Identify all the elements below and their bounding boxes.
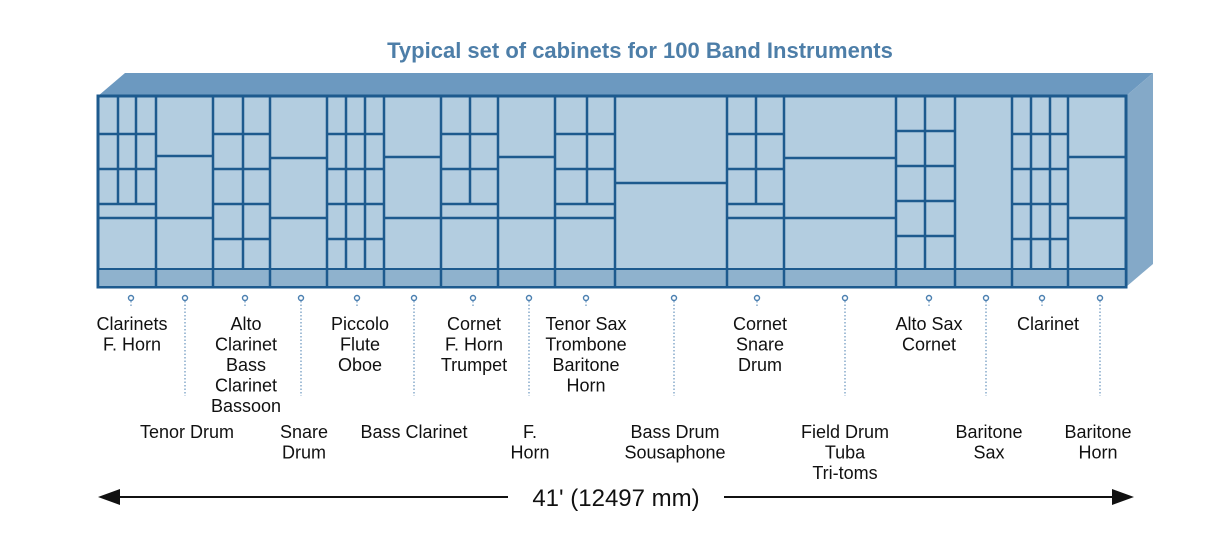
lower-instrument-label-line: Horn	[510, 443, 549, 463]
upper-instrument-label-line: Flute	[340, 335, 380, 355]
upper-label-marker	[1038, 294, 1046, 302]
lower-label-marker	[1096, 294, 1104, 302]
upper-instrument-label-line: Clarinet	[215, 335, 277, 355]
diagram-title: Typical set of cabinets for 100 Band Ins…	[387, 38, 893, 63]
lower-instrument-label-line: F.	[523, 422, 537, 442]
lower-instrument-label: Tenor Drum	[140, 422, 234, 442]
lower-instrument-label-line: Tenor Drum	[140, 422, 234, 442]
upper-label-marker	[353, 294, 361, 302]
upper-instrument-label-line: Alto	[230, 314, 261, 334]
arrow-right-icon	[1112, 489, 1134, 505]
upper-instrument-label-line: Tenor Sax	[545, 314, 626, 334]
lower-instrument-label-line: Horn	[1078, 443, 1117, 463]
lower-instrument-label-line: Bass Clarinet	[360, 422, 467, 442]
lower-instrument-label-line: Snare	[280, 422, 328, 442]
upper-instrument-label-line: Baritone	[552, 355, 619, 375]
upper-label-marker	[127, 294, 135, 302]
upper-instrument-label-line: Horn	[566, 376, 605, 396]
upper-instrument-label-line: Drum	[738, 355, 782, 375]
cabinet-dividers	[96, 96, 1128, 287]
lower-instrument-label-line: Tuba	[825, 443, 866, 463]
upper-instrument-label-line: Piccolo	[331, 314, 389, 334]
label-leaders	[127, 294, 1104, 396]
upper-label-marker	[925, 294, 933, 302]
upper-instrument-label-line: Cornet	[733, 314, 787, 334]
lower-label-marker	[841, 294, 849, 302]
lower-label-marker	[982, 294, 990, 302]
upper-instrument-label-line: Clarinet	[1017, 314, 1079, 334]
cabinet-base	[97, 268, 1127, 288]
upper-instrument-label-line: Bass	[226, 355, 266, 375]
lower-instrument-label-line: Tri-toms	[812, 463, 877, 483]
arrow-left-icon	[98, 489, 120, 505]
lower-label-marker	[297, 294, 305, 302]
upper-label-marker	[753, 294, 761, 302]
upper-instrument-label: Clarinet	[1017, 314, 1079, 334]
lower-label-marker	[181, 294, 189, 302]
upper-instrument-label-line: Cornet	[902, 335, 956, 355]
upper-instrument-label-line: Trombone	[545, 335, 626, 355]
upper-label-marker	[241, 294, 249, 302]
lower-label-marker	[525, 294, 533, 302]
lower-instrument-label-line: Sax	[973, 443, 1004, 463]
upper-label-marker	[582, 294, 590, 302]
cabinet-side-face	[1126, 73, 1153, 287]
dimension-arrow	[98, 489, 1134, 505]
lower-instrument-label-line: Bass Drum	[630, 422, 719, 442]
upper-instrument-label-line: Snare	[736, 335, 784, 355]
upper-instrument-label-line: Clarinet	[215, 376, 277, 396]
lower-instrument-label-line: Drum	[282, 443, 326, 463]
lower-instrument-label-line: Baritone	[1064, 422, 1131, 442]
cabinet-top-face	[98, 73, 1153, 96]
cabinet-front-face	[96, 94, 1128, 289]
upper-instrument-label-line: Oboe	[338, 355, 382, 375]
dimension-label: 41' (12497 mm)	[532, 485, 699, 512]
lower-instrument-label-line: Baritone	[955, 422, 1022, 442]
upper-instrument-label-line: F. Horn	[445, 335, 503, 355]
lower-instrument-label: Bass Clarinet	[360, 422, 467, 442]
lower-label-marker	[670, 294, 678, 302]
upper-instrument-label-line: Cornet	[447, 314, 501, 334]
lower-instrument-label-line: Sousaphone	[624, 443, 725, 463]
upper-instrument-label-line: F. Horn	[103, 335, 161, 355]
upper-instrument-label-line: Trumpet	[441, 355, 507, 375]
lower-label-marker	[410, 294, 418, 302]
lower-instrument-label-line: Field Drum	[801, 422, 889, 442]
lower-instrument-label: F.Horn	[510, 422, 549, 463]
upper-instrument-label-line: Alto Sax	[895, 314, 962, 334]
upper-instrument-label-line: Bassoon	[211, 396, 281, 416]
upper-instrument-label-line: Clarinets	[96, 314, 167, 334]
upper-label-marker	[469, 294, 477, 302]
